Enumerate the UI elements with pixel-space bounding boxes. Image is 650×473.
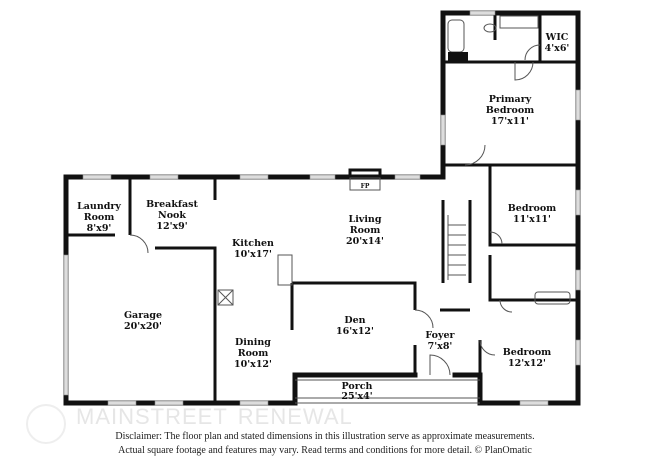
dining-room-dims: 10'x12' — [234, 359, 272, 370]
bedroom-1-label: Bedroom — [508, 203, 556, 214]
bathtub-icon — [447, 19, 465, 53]
doors — [129, 44, 541, 376]
den-label: Den — [344, 315, 365, 326]
bedroom-1-dims: 11'x11' — [513, 214, 551, 225]
living-room-label: Living — [349, 214, 382, 225]
primary-bedroom-dims: 17'x11' — [491, 116, 529, 127]
watermark: MAINSTREET RENEWAL — [76, 406, 363, 428]
dining-room-label-2: Room — [238, 348, 269, 359]
watermark-line-2: RENEWAL — [237, 404, 353, 429]
breakfast-nook-label: Breakfast — [146, 199, 198, 210]
foyer-dims: 7'x8' — [428, 341, 453, 352]
counter — [277, 254, 293, 286]
watermark-logo-icon — [26, 404, 66, 444]
fireplace-label: FP — [361, 183, 370, 190]
range-icon — [217, 289, 234, 306]
room-labels: WIC 4'x6' Primary Bedroom 17'x11' Laundr… — [77, 32, 569, 402]
den-dims: 16'x12' — [336, 326, 374, 337]
foyer-label: Foyer — [425, 330, 455, 341]
wic-dims: 4'x6' — [545, 43, 570, 54]
toilet-icon — [483, 23, 497, 33]
primary-bedroom-label: Primary — [489, 94, 532, 105]
dining-room-label: Dining — [235, 337, 271, 348]
outer-walls — [63, 10, 581, 406]
garage-label: Garage — [124, 310, 162, 321]
windows — [63, 10, 581, 406]
stairs — [447, 215, 466, 280]
bedroom-2-dims: 12'x12' — [508, 358, 546, 369]
wic-label: WIC — [545, 32, 569, 43]
fireplace-icon — [349, 177, 381, 191]
bedroom-2-label: Bedroom — [503, 347, 551, 358]
disclaimer-line-2: Actual square footage and features may v… — [118, 445, 532, 456]
garage-dims: 20'x20' — [124, 321, 162, 332]
breakfast-nook-dims: 12'x9' — [156, 221, 187, 232]
cabinet — [448, 52, 468, 61]
laundry-label: Laundry — [77, 201, 121, 212]
breakfast-nook-label-2: Nook — [158, 210, 186, 221]
disclaimer-line-1: Disclaimer: The floor plan and stated di… — [115, 431, 535, 442]
vanity — [499, 15, 539, 29]
kitchen-dims: 10'x17' — [234, 249, 272, 260]
primary-bedroom-label-2: Bedroom — [486, 105, 534, 116]
watermark-line-1: MAINSTREET — [76, 404, 228, 429]
fixtures: FP — [217, 15, 571, 399]
kitchen-label: Kitchen — [232, 238, 274, 249]
laundry-label-2: Room — [84, 212, 115, 223]
bathtub-icon — [534, 291, 571, 305]
porch-dims: 25'x4' — [341, 391, 372, 402]
laundry-dims: 8'x9' — [87, 223, 112, 234]
living-room-label-2: Room — [350, 225, 381, 236]
living-room-dims: 20'x14' — [346, 236, 384, 247]
porch-label: Porch — [342, 381, 373, 392]
interior-walls — [66, 15, 578, 403]
porch-rail — [295, 379, 480, 399]
